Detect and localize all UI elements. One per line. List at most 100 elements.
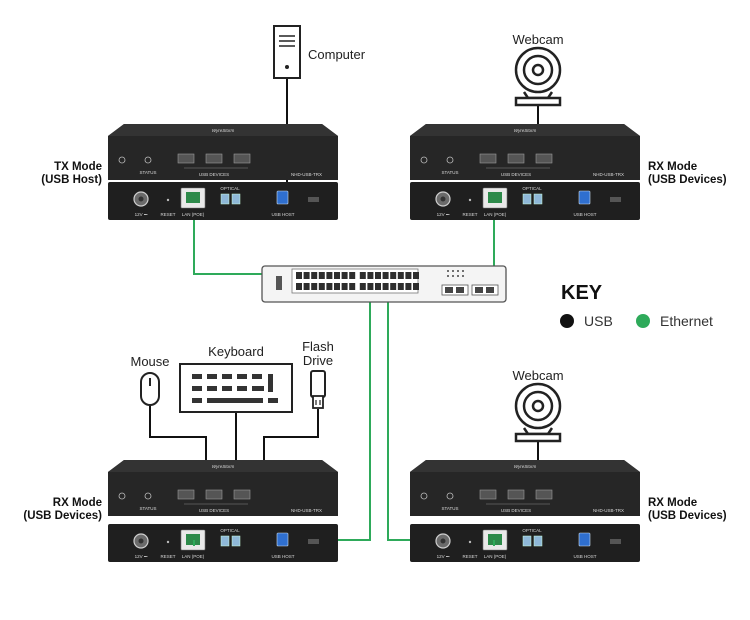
extender-rx-bottom-right: WyreStorm STATUS USB DEVICES NHD-USB-TRX… — [409, 459, 641, 563]
svg-text:USB HOST: USB HOST — [271, 212, 294, 217]
svg-text:USB HOST: USB HOST — [573, 554, 596, 559]
switch-port — [390, 283, 397, 290]
svg-text:USB DEVICES: USB DEVICES — [501, 508, 531, 513]
svg-text:LAN (POE): LAN (POE) — [182, 212, 205, 217]
svg-text:WyreStorm: WyreStorm — [514, 128, 537, 133]
rx-top-mode-label-line2: (USB Devices) — [648, 174, 727, 186]
svg-text:RESET: RESET — [462, 212, 477, 217]
rx-top-mode-label-line1: RX Mode — [648, 161, 697, 173]
svg-text:12V ⎓: 12V ⎓ — [135, 212, 148, 217]
svg-text:OPTICAL: OPTICAL — [220, 186, 240, 191]
svg-text:WyreStorm: WyreStorm — [212, 464, 235, 469]
rx-bottom-right-mode-label-line1: RX Mode — [648, 497, 697, 509]
network-switch — [261, 265, 507, 303]
switch-port — [405, 272, 412, 279]
extender-rx-bottom-left: WyreStorm STATUS USB DEVICES NHD-USB-TRX… — [107, 459, 339, 563]
svg-text:LAN (POE): LAN (POE) — [182, 554, 205, 559]
svg-text:NHD-USB-TRX: NHD-USB-TRX — [593, 508, 624, 513]
legend-ethernet-label: Ethernet — [660, 313, 713, 329]
svg-text:USB HOST: USB HOST — [573, 212, 596, 217]
switch-port — [303, 272, 310, 279]
svg-text:WyreStorm: WyreStorm — [212, 128, 235, 133]
switch-port — [359, 283, 366, 290]
webcam-bottom-icon — [514, 382, 562, 443]
switch-port — [367, 283, 374, 290]
mouse-label: Mouse — [130, 354, 169, 369]
switch-port — [311, 283, 318, 290]
legend-usb-dot — [560, 314, 574, 328]
svg-text:USB HOST: USB HOST — [271, 554, 294, 559]
svg-text:12V ⎓: 12V ⎓ — [437, 554, 450, 559]
webcam-top-icon — [514, 46, 562, 107]
svg-text:OPTICAL: OPTICAL — [522, 528, 542, 533]
svg-text:LAN (POE): LAN (POE) — [484, 212, 507, 217]
switch-port — [359, 272, 366, 279]
rx-bottom-right-mode-label-line2: (USB Devices) — [648, 510, 727, 522]
switch-port — [390, 272, 397, 279]
flash-drive-label-line1: Flash — [302, 339, 334, 354]
svg-text:LAN (POE): LAN (POE) — [484, 554, 507, 559]
svg-text:USB DEVICES: USB DEVICES — [199, 172, 229, 177]
switch-port — [341, 272, 348, 279]
legend: KEY USB Ethernet — [560, 282, 713, 329]
switch-port — [397, 272, 404, 279]
switch-port — [296, 283, 302, 290]
svg-text:RESET: RESET — [160, 554, 175, 559]
svg-text:RESET: RESET — [160, 212, 175, 217]
switch-port — [311, 272, 318, 279]
switch-port — [296, 272, 302, 279]
svg-text:12V ⎓: 12V ⎓ — [135, 554, 148, 559]
flash-drive: Flash Drive — [302, 339, 334, 409]
switch-port — [334, 283, 340, 290]
switch-port — [349, 283, 356, 290]
svg-text:USB DEVICES: USB DEVICES — [501, 172, 531, 177]
switch-port — [375, 283, 381, 290]
switch-port — [303, 283, 310, 290]
svg-text:STATUS: STATUS — [441, 170, 458, 175]
legend-ethernet-dot — [636, 314, 650, 328]
switch-port — [349, 272, 356, 279]
flash-drive-icon — [310, 370, 326, 398]
switch-port — [326, 272, 333, 279]
keyboard-label: Keyboard — [208, 344, 264, 359]
computer-tower-icon — [273, 25, 301, 79]
svg-text:12V ⎓: 12V ⎓ — [437, 212, 450, 217]
rx-bottom-left-mode-label-line2: (USB Devices) — [23, 510, 102, 522]
switch-port — [367, 272, 374, 279]
extender-tx: WyreStorm STATUS USB DEVICES NHD-USB-TRX… — [107, 123, 339, 221]
computer: Computer — [273, 25, 366, 79]
mouse: Mouse — [130, 354, 170, 406]
switch-port — [382, 283, 389, 290]
svg-text:WyreStorm: WyreStorm — [514, 464, 537, 469]
svg-text:OPTICAL: OPTICAL — [522, 186, 542, 191]
ethernet-rx-top-switch — [458, 212, 495, 271]
switch-port — [318, 272, 325, 279]
switch-port — [334, 272, 340, 279]
switch-port — [405, 283, 412, 290]
keyboard: Keyboard — [179, 344, 293, 413]
svg-text:NHD-USB-TRX: NHD-USB-TRX — [291, 172, 322, 177]
extender-rx-top: WyreStorm STATUS USB DEVICES NHD-USB-TRX… — [409, 123, 641, 221]
webcam-top-label: Webcam — [512, 32, 563, 47]
switch-port — [326, 283, 333, 290]
svg-text:RESET: RESET — [462, 554, 477, 559]
switch-port — [397, 283, 404, 290]
svg-text:NHD-USB-TRX: NHD-USB-TRX — [291, 508, 322, 513]
webcam-bottom: Webcam — [512, 368, 564, 443]
webcam-bottom-label: Webcam — [512, 368, 563, 383]
legend-usb-label: USB — [584, 313, 613, 329]
tx-mode-label-line2: (USB Host) — [41, 174, 102, 186]
switch-port — [413, 283, 419, 290]
svg-text:STATUS: STATUS — [139, 170, 156, 175]
svg-text:STATUS: STATUS — [441, 506, 458, 511]
legend-title: KEY — [561, 282, 603, 304]
switch-port — [382, 272, 389, 279]
switch-port — [341, 283, 348, 290]
switch-port — [375, 272, 381, 279]
switch-port — [413, 272, 419, 279]
svg-text:OPTICAL: OPTICAL — [220, 528, 240, 533]
svg-text:NHD-USB-TRX: NHD-USB-TRX — [593, 172, 624, 177]
webcam-top: Webcam — [512, 32, 564, 107]
rx-bottom-left-mode-label-line1: RX Mode — [53, 497, 102, 509]
